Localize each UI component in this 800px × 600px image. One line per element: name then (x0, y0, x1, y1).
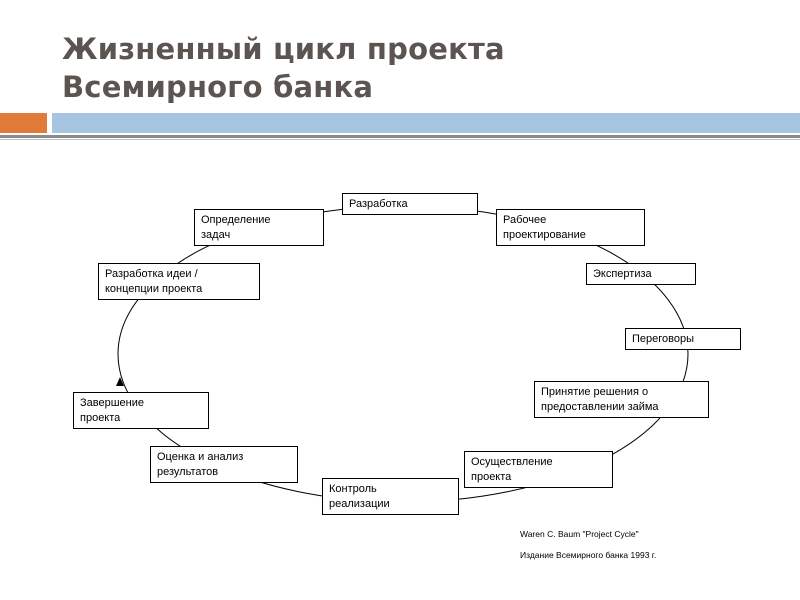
accent-bar-orange (0, 113, 47, 133)
source-publisher: Издание Всемирного банка 1993 г. (520, 550, 657, 560)
stage-appraisal: Экспертиза (586, 263, 696, 285)
stage-development: Разработка (342, 193, 478, 215)
slide-title-line-2: Всемирного банка (62, 70, 374, 104)
stage-loan-decision: Принятие решения о предоставлении займа (534, 381, 709, 418)
stage-detailed-design: Рабочее проектирование (496, 209, 645, 246)
divider-line-thin (0, 139, 800, 140)
slide-title: Жизненный цикл проекта Всемирного банка (62, 30, 505, 106)
stage-evaluation: Оценка и анализ результатов (150, 446, 298, 483)
stage-monitoring: Контроль реализации (322, 478, 459, 515)
slide-title-line-1: Жизненный цикл проекта (62, 32, 505, 66)
stage-implementation: Осуществление проекта (464, 451, 613, 488)
stage-completion: Завершение проекта (73, 392, 209, 429)
stage-objectives: Определение задач (194, 209, 324, 246)
divider-line (0, 135, 800, 138)
stage-concept: Разработка идеи / концепции проекта (98, 263, 260, 300)
accent-bar-blue (52, 113, 800, 133)
source-author: Waren C. Baum "Project Cycle" (520, 529, 639, 539)
stage-negotiations: Переговоры (625, 328, 741, 350)
cycle-arrowhead-icon (116, 377, 124, 386)
